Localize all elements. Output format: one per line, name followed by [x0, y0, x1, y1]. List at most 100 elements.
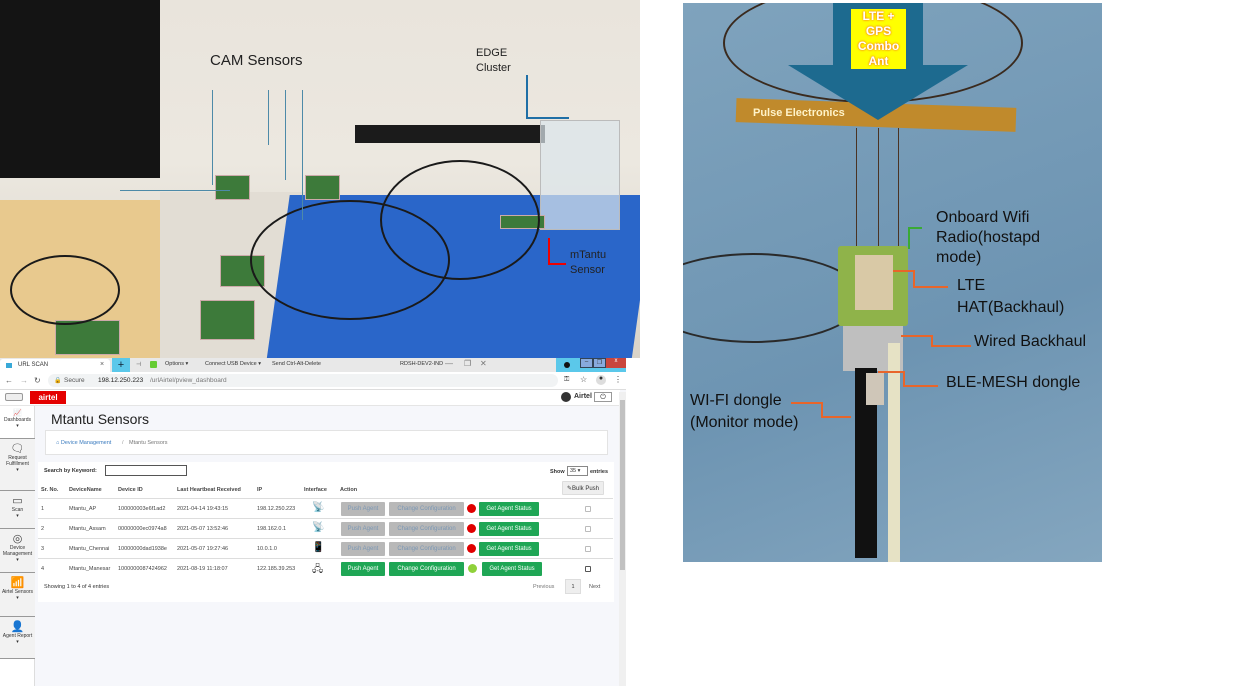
cell-ip: 198.162.0.1	[257, 526, 287, 532]
close-button[interactable]: x	[606, 358, 626, 368]
row-checkbox[interactable]	[585, 506, 591, 512]
power-button[interactable]: ⏻	[594, 392, 612, 402]
get-agent-status-button[interactable]: Get Agent Status	[482, 562, 542, 576]
cell-id: 1000000087424962	[118, 566, 167, 572]
label-line: EDGE	[476, 47, 508, 59]
sidebar-item-device-management[interactable]: ◎Device Management▾	[0, 529, 35, 573]
scrollbar[interactable]	[619, 392, 626, 686]
sidebar-toggle-button[interactable]	[5, 393, 23, 401]
secure-label: Secure	[64, 377, 85, 384]
mobile-wifi-icon: 📱	[312, 542, 325, 553]
back-icon[interactable]: ←	[5, 376, 13, 385]
send-ctrl-alt-del-button[interactable]: Send Ctrl-Alt-Delete	[272, 361, 321, 367]
profile-icon[interactable]: ●	[596, 375, 606, 385]
edge-arrow-line	[526, 117, 569, 119]
sidebar-item-airtel-sensors[interactable]: 📶Airtel Sensors▾	[0, 573, 35, 617]
entries-select[interactable]: 35 ▾	[567, 466, 588, 476]
connect-usb-menu[interactable]: Connect USB Device ▾	[205, 361, 261, 367]
sidebar-item-dashboards[interactable]: 📈Dashboards▾	[0, 406, 35, 439]
page-1-button[interactable]: 1	[565, 579, 581, 594]
get-agent-status-button[interactable]: Get Agent Status	[479, 522, 539, 536]
pointer-line	[791, 402, 821, 404]
pointer-line	[908, 227, 922, 229]
minimize-button[interactable]: –	[580, 358, 593, 368]
sidebar-item-request-fulfillment[interactable]: 🗨Request Fulfillment▾	[0, 439, 35, 491]
url-field[interactable]: 🔒 Secure 198.12.250.223 /urlAirtel/pview…	[48, 374, 558, 387]
edge-cluster-case	[540, 120, 620, 230]
close-icon[interactable]: ✕	[480, 359, 487, 368]
pointer-line	[120, 190, 230, 191]
row-checkbox[interactable]	[585, 526, 591, 532]
pin-icon[interactable]: ⊣	[136, 362, 142, 368]
cell-sr: 4	[41, 566, 45, 572]
menu-icon[interactable]: ⋮	[614, 375, 622, 384]
row-checkbox[interactable]	[585, 566, 591, 572]
breadcrumb-device-management[interactable]: ⌂ Device Management	[56, 440, 112, 446]
table-info: Showing 1 to 4 of 4 entries	[44, 584, 110, 590]
pointer-line	[821, 402, 823, 417]
cable	[250, 200, 450, 320]
column-header[interactable]: DeviceName	[69, 487, 102, 493]
forward-icon[interactable]: →	[20, 376, 28, 385]
agent-icon: 👤	[10, 621, 25, 633]
mtantu-hardware-photo: Pulse Electronics LTE + GPS Combo Ant On…	[683, 3, 1102, 562]
star-icon[interactable]: ☆	[580, 375, 588, 384]
cam-sensor-board	[305, 175, 340, 200]
reload-icon[interactable]: ↻	[34, 376, 41, 385]
column-header[interactable]: IP	[257, 487, 263, 493]
label-line: HAT(Backhaul)	[957, 299, 1065, 316]
options-menu[interactable]: Options ▾	[165, 361, 189, 367]
row-checkbox[interactable]	[585, 546, 591, 552]
new-tab-button[interactable]: +	[112, 358, 130, 372]
restore-icon[interactable]: ❐	[464, 359, 472, 368]
sidebar-item-scan[interactable]: ▭Scan▾	[0, 491, 35, 529]
key-icon[interactable]: ⚿	[564, 376, 570, 383]
pointer-line	[302, 90, 303, 220]
previous-page-button[interactable]: Previous	[533, 584, 555, 590]
monitor-icon[interactable]	[150, 361, 157, 368]
column-header[interactable]: Action	[340, 487, 358, 493]
column-header[interactable]: Last Heartbeat Received	[177, 487, 241, 493]
label-line: (Monitor mode)	[690, 414, 799, 431]
change-configuration-button[interactable]: Change Configuration	[389, 562, 464, 576]
change-configuration-button[interactable]: Change Configuration	[389, 502, 464, 516]
label-line: WI-FI dongle	[690, 392, 782, 409]
browser-tab[interactable]: URL SCAN ×	[0, 359, 110, 372]
scrollbar-thumb[interactable]	[620, 400, 625, 570]
column-header[interactable]: Sr. No.	[41, 487, 59, 493]
next-page-button[interactable]: Next	[589, 584, 601, 590]
status-indicator	[467, 504, 476, 513]
maximize-button[interactable]: ❐	[593, 358, 606, 368]
bulk-push-label: Bulk Push	[572, 486, 600, 492]
minimize-icon[interactable]: —	[445, 359, 453, 368]
user-name[interactable]: Airtel	[574, 393, 592, 400]
tab-bar: URL SCAN × + ⊣ Options ▾ Connect USB Dev…	[0, 358, 626, 372]
label-line: Onboard Wifi	[936, 209, 1030, 226]
column-header[interactable]: Device ID	[118, 487, 143, 493]
antenna-wire	[856, 128, 857, 248]
device-icon: ◎	[12, 533, 23, 545]
wired-backhaul-label: Wired Backhaul	[974, 333, 1087, 350]
cell-ip: 122.185.39.253	[257, 566, 296, 572]
label-line: LTE	[957, 277, 986, 294]
tab-close-icon[interactable]: ×	[100, 361, 105, 368]
column-header[interactable]: Interface	[304, 487, 327, 493]
change-configuration-button[interactable]: Change Configuration	[389, 542, 464, 556]
push-agent-button[interactable]: Push Agent	[341, 502, 385, 516]
push-agent-button[interactable]: Push Agent	[341, 522, 385, 536]
get-agent-status-button[interactable]: Get Agent Status	[479, 502, 539, 516]
sidebar-label: Dashboards	[4, 417, 31, 423]
bulk-push-button[interactable]: ✎Bulk Push	[562, 481, 604, 495]
router-icon: 📡	[312, 522, 325, 533]
push-agent-button[interactable]: Push Agent	[341, 542, 385, 556]
favicon-icon	[6, 363, 12, 368]
change-configuration-button[interactable]: Change Configuration	[389, 522, 464, 536]
search-input[interactable]	[105, 465, 187, 476]
cell-hb: 2021-04-14 19:43:15	[177, 506, 229, 512]
get-agent-status-button[interactable]: Get Agent Status	[479, 542, 539, 556]
pointer-line	[903, 371, 905, 386]
sidebar-item-agent-report[interactable]: 👤Agent Report▾	[0, 617, 35, 659]
push-agent-button[interactable]: Push Agent	[341, 562, 385, 576]
